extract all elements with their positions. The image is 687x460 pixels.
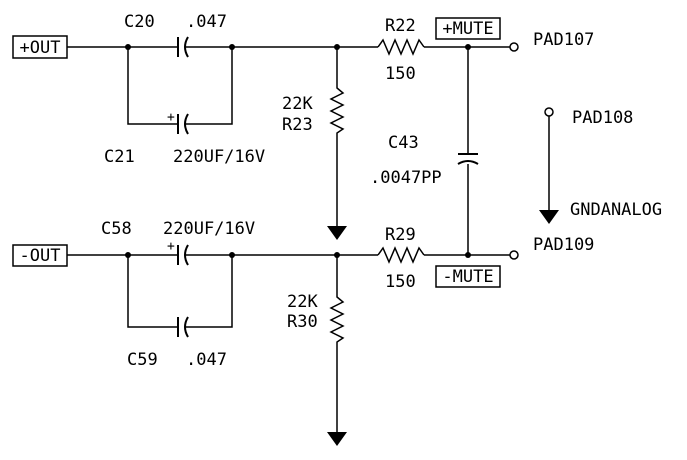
r22-ref: R22 xyxy=(385,16,416,36)
c43-ref: C43 xyxy=(388,133,419,153)
c59-capacitor xyxy=(177,316,189,338)
r29-ref: R29 xyxy=(385,225,416,245)
r30-resistor xyxy=(329,255,345,432)
c21-capacitor xyxy=(177,113,189,135)
c20-ref: C20 xyxy=(124,12,155,32)
pad107-terminal xyxy=(509,42,519,52)
r30-ref: R30 xyxy=(287,312,318,332)
minus-mute-label: -MUTE xyxy=(442,267,493,287)
pad108-terminal xyxy=(544,107,554,117)
pad109-terminal xyxy=(509,250,519,260)
c20-capacitor xyxy=(177,36,189,58)
plus-out-label: +OUT xyxy=(20,38,61,58)
plus-mute-port xyxy=(435,17,501,40)
c20-value: .047 xyxy=(186,12,227,32)
junction-dot xyxy=(125,252,131,258)
ground-analog-symbol xyxy=(539,210,559,224)
plus-mute-label: +MUTE xyxy=(442,19,493,39)
c21-polarity-mark: + xyxy=(167,110,175,125)
r22-resistor xyxy=(377,38,425,56)
c21-ref: C21 xyxy=(104,147,135,167)
gnd-analog-label: GNDANALOG xyxy=(570,200,662,220)
c43-value: .0047PP xyxy=(370,168,442,188)
c58-polarity-mark: + xyxy=(167,239,175,254)
ground-symbol xyxy=(327,432,347,446)
r29-resistor xyxy=(377,246,425,264)
c58-capacitor xyxy=(177,244,189,266)
c58-ref: C58 xyxy=(101,219,132,239)
minus-out-label: -OUT xyxy=(20,246,61,266)
junction-dot xyxy=(229,252,235,258)
c43-capacitor xyxy=(457,153,479,165)
ground-symbol xyxy=(327,226,347,240)
r23-ref: R23 xyxy=(282,115,313,135)
minus-mute-port xyxy=(435,265,501,288)
top-parallel-branch xyxy=(127,47,233,125)
c21-value: 220UF/16V xyxy=(173,147,265,167)
r23-resistor xyxy=(329,47,345,226)
r22-value: 150 xyxy=(385,64,416,84)
c58-value: 220UF/16V xyxy=(163,219,255,239)
pad108-label: PAD108 xyxy=(572,108,633,128)
r23-value: 22K xyxy=(282,94,313,114)
r29-value: 150 xyxy=(385,272,416,292)
junction-dot xyxy=(465,252,471,258)
pad109-label: PAD109 xyxy=(533,235,594,255)
junction-dot xyxy=(125,44,131,50)
r30-value: 22K xyxy=(287,292,318,312)
c59-ref: C59 xyxy=(127,350,158,370)
pad107-label: PAD107 xyxy=(533,30,594,50)
junction-dot xyxy=(229,44,235,50)
bottom-parallel-branch xyxy=(127,255,233,328)
c59-value: .047 xyxy=(186,350,227,370)
